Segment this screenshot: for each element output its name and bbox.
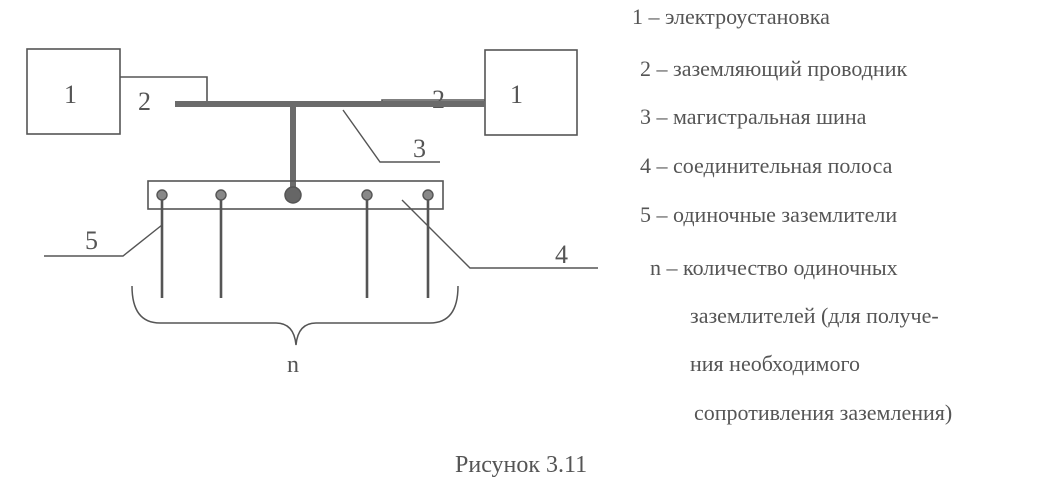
legend-item: 3 – магистральная шина <box>640 104 867 129</box>
equipment-box-right-label: 1 <box>510 80 523 109</box>
equipment-box-left <box>26 48 121 135</box>
legend-item: n – количество одиночных <box>650 255 898 280</box>
electrode-brace <box>131 285 459 346</box>
legend-item: 2 – заземляющий проводник <box>640 56 908 81</box>
legend-item: 5 – одиночные заземлители <box>640 202 898 227</box>
electrode-leader <box>44 224 163 257</box>
grounding-diagram: 1 1 2 2 3 5 4 n <box>26 48 598 378</box>
bus-label: 3 <box>413 134 426 163</box>
legend-item: ния необходимого <box>690 351 860 376</box>
electrode-2 <box>215 189 227 298</box>
bus-connection-node <box>284 186 302 204</box>
count-label: n <box>287 352 299 378</box>
connecting-strip <box>147 180 444 210</box>
grounding-conductor-right-label: 2 <box>432 85 445 114</box>
strip-leader <box>401 199 598 269</box>
bus-leader <box>342 109 440 163</box>
figure-caption: Рисунок 3.11 <box>455 452 588 478</box>
equipment-box-right <box>484 49 578 136</box>
electrode-1 <box>156 189 168 298</box>
grounding-conductor-left <box>120 76 208 104</box>
electrode-3 <box>361 189 373 298</box>
strip-label: 4 <box>555 240 568 269</box>
legend-item: заземлителей (для получе- <box>690 303 939 328</box>
equipment-box-left-label: 1 <box>64 80 77 109</box>
legend-item: сопротивления заземления) <box>694 400 953 425</box>
legend-item: 1 – электроустановка <box>632 4 830 29</box>
grounding-conductor-left-label: 2 <box>138 87 151 116</box>
electrode-label: 5 <box>85 226 98 255</box>
legend-item: 4 – соединительная полоса <box>640 153 893 178</box>
electrode-4 <box>422 189 434 298</box>
